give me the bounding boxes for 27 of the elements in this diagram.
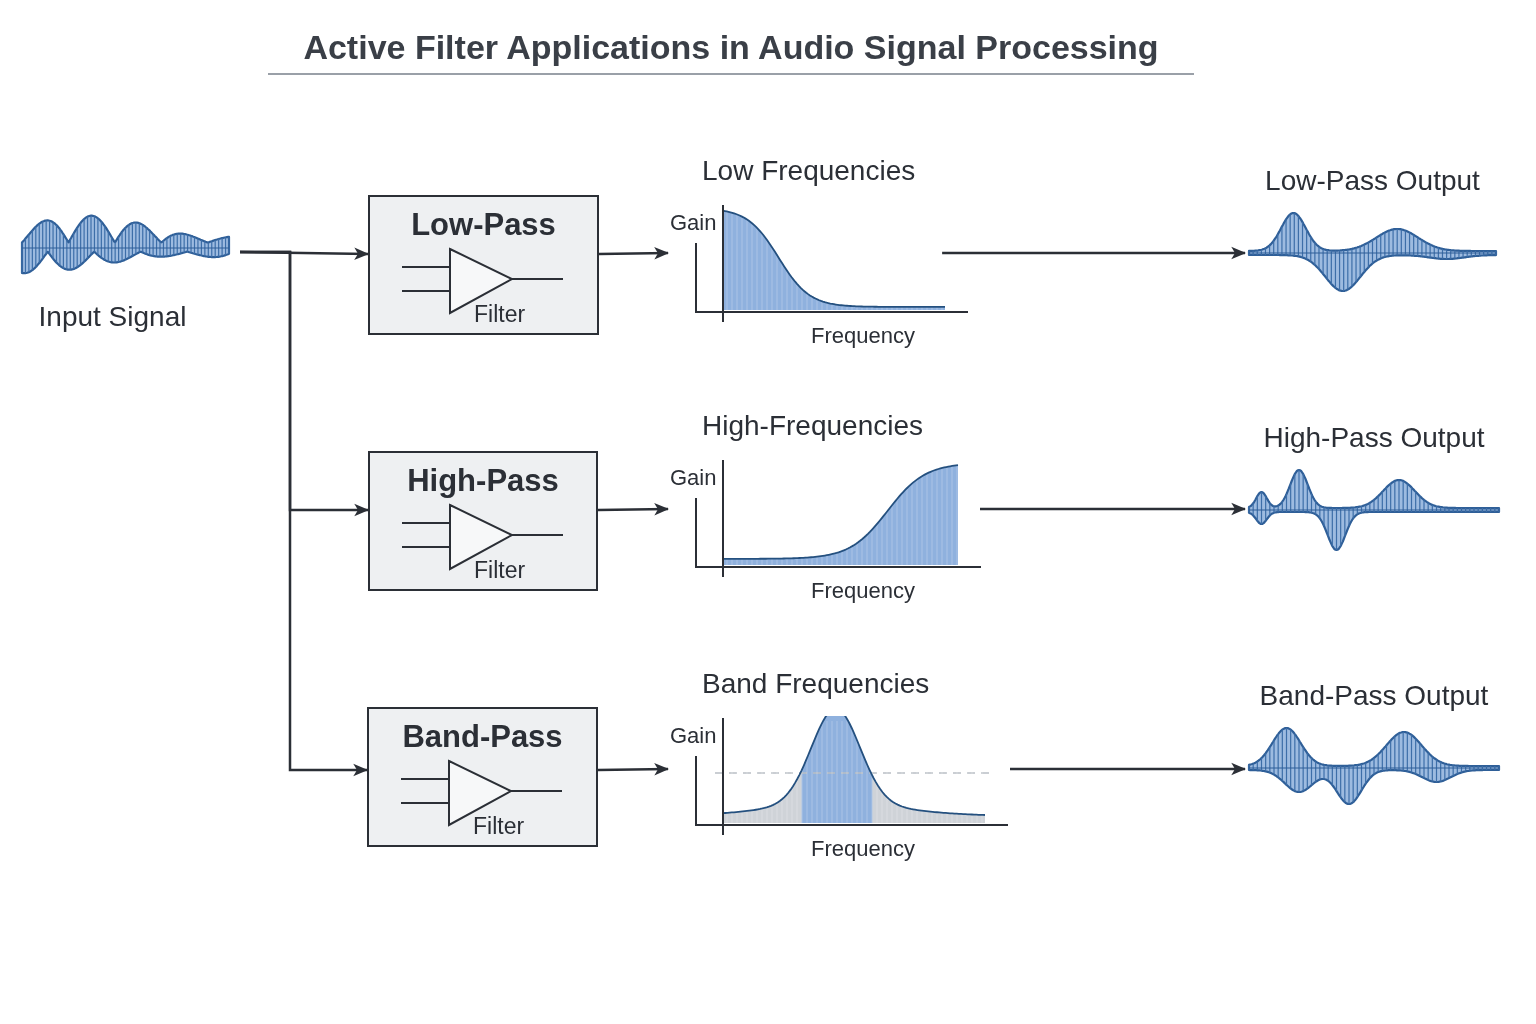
arrow [1010, 762, 1247, 776]
filter-title: High-Pass [406, 463, 560, 499]
output-label: Low-Pass Output [1264, 165, 1481, 197]
arrow [980, 502, 1247, 516]
plot-title: High-Frequencies [702, 410, 923, 442]
output-label: Band-Pass Output [1258, 680, 1490, 712]
arrow [598, 502, 670, 516]
plot-title: Band Frequencies [702, 668, 930, 700]
filter-title: Low-Pass [410, 207, 557, 243]
arrow [240, 250, 369, 777]
title-heading: Active Filter Applications in Audio Signal Processing [268, 28, 1194, 75]
arrow [942, 246, 1247, 260]
axis-label: Gain [670, 723, 717, 749]
arrow [599, 246, 670, 260]
axis-label: Gain [670, 465, 717, 491]
axis-label: Gain [670, 210, 717, 236]
axis-label: Frequency [811, 578, 915, 604]
filter-label: Filter [474, 301, 526, 328]
filter-title: Band-Pass [401, 719, 564, 755]
signal-label: Input Signal [37, 301, 188, 333]
plot-title: Low Frequencies [702, 155, 916, 187]
axis-label: Frequency [811, 323, 915, 349]
output-label: High-Pass Output [1262, 422, 1486, 454]
arrow [598, 762, 670, 776]
filter-label: Filter [474, 557, 526, 584]
axis-label: Frequency [811, 836, 915, 862]
filter-label: Filter [473, 813, 525, 840]
